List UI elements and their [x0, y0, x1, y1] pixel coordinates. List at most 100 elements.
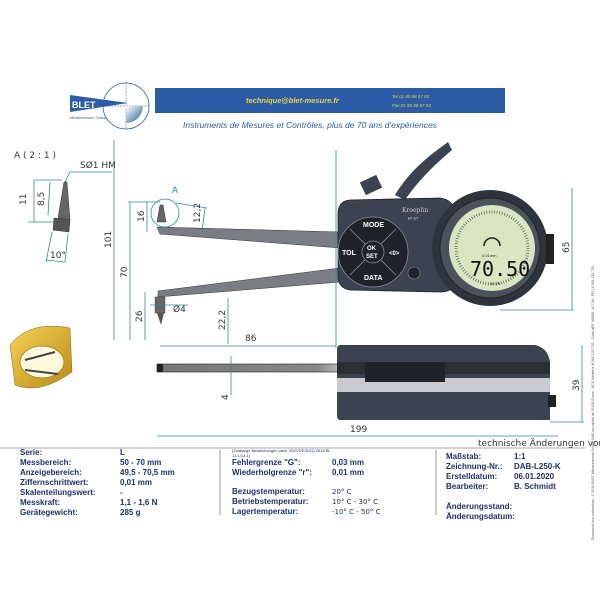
spec-text: 285 g: [120, 508, 141, 517]
spec-text: Änderungsstand:: [446, 502, 513, 511]
spec-text: 06.01.2020: [514, 472, 555, 481]
spec-text: -10° C - 50° C: [332, 508, 381, 516]
spec-text: Ziffernschrittwert: 0,01 mm: [20, 478, 175, 488]
dimension-label: Measurement Group: [70, 115, 107, 120]
dimension-label: 199: [350, 425, 367, 435]
spec-text: Serie: L: [20, 448, 175, 458]
dimension-label: 16: [137, 210, 147, 222]
spec-text: Messkraft: 1,1 - 1,6 N: [20, 498, 175, 508]
spec-text: Gerätegewicht:: [20, 508, 78, 517]
dimension-label: 39: [572, 379, 582, 391]
spec-text: Gerätegewicht: 285 g: [20, 508, 175, 518]
ip-rating: IP 67: [408, 216, 419, 221]
spec-text: -: [120, 488, 123, 497]
spec-text: Zeichnung-Nr.: DAB-L250-K: [446, 462, 561, 472]
dimension-label: 101: [104, 231, 114, 248]
specs-right: Maßstab: 1:1 Zeichnung-Nr.: DAB-L250-K Ers…: [446, 452, 561, 522]
spec-text: Maßstab: 1:1: [446, 452, 561, 462]
spec-text: Anzeigebereich:: [20, 468, 82, 477]
specs-left: Serie: L Messbereich: 50 - 70 mm Anzeigebe…: [20, 448, 175, 518]
spec-text: Wiederholgrenze "r": 0,01 mm: [232, 468, 381, 478]
dimension-label: 65: [562, 242, 572, 253]
email-link[interactable]: technique@blet-mesure.fr: [246, 96, 340, 105]
spec-text: 49,5 - 70,5 mm: [120, 468, 175, 477]
spec-text: Betriebstemperatur: 10° C - 30° C: [232, 497, 381, 507]
dimension-label: 50-70: [490, 281, 501, 286]
spec-text: L: [120, 448, 125, 457]
spec-text: 50 - 70 mm: [120, 458, 162, 467]
spec-text: Messkraft:: [20, 498, 61, 507]
phone-text: Tel 01 80 88 57 83: [392, 94, 430, 99]
dimension-label: A: [172, 185, 178, 195]
spec-text: Ziffernschrittwert:: [20, 478, 89, 487]
dimension-label: 12,2: [193, 203, 203, 223]
dimension-label: 8,5: [37, 192, 47, 206]
spec-text: DAB-L250-K: [514, 462, 561, 471]
spec-text: Maßstab:: [446, 452, 482, 461]
tip-label: SØ1 HM: [80, 160, 116, 171]
ring-gauge-illustration: [9, 325, 73, 389]
dimension-label: 22,2: [218, 310, 228, 330]
dimension-label: Ø4: [173, 304, 186, 315]
zero-button[interactable]: <0>: [389, 251, 400, 257]
dimension-label: 70: [120, 266, 130, 278]
spec-text: Messbereich:: [20, 458, 72, 467]
header-banner: [155, 88, 505, 113]
spec-text: [446, 492, 561, 502]
spec-text: Zeichnung-Nr.:: [446, 462, 503, 471]
lcd-display: [449, 205, 535, 291]
spec-text: 0,01 mm: [332, 468, 365, 477]
spec-text: Serie:: [20, 448, 43, 457]
spec-text: Betriebstemperatur:: [232, 497, 309, 506]
dimension-label: BLET: [72, 100, 96, 110]
spec-text: 20° C: [332, 488, 352, 496]
probe-tip-detail: [52, 181, 71, 233]
spec-text: Lagertemperatur:: [232, 507, 299, 516]
spec-text: Bezugstemperatur:: [232, 487, 305, 496]
spec-text: B. Schmidt: [514, 482, 556, 491]
spec-text: Fehlergrenze "G": 0,03 mm: [232, 458, 381, 468]
spec-text: Skalenteilungswert:: [20, 488, 96, 497]
detail-title: A ( 2 : 1 ): [14, 151, 56, 161]
slogan: Instruments de Mesures et Contrôles, plu…: [183, 120, 438, 130]
spec-text: Erstelldatum:: [446, 472, 498, 481]
spec-text: Änderungsstand:: [446, 502, 561, 512]
dimension-label: 0.01mm: [482, 253, 497, 258]
caliper-side-view: [156, 345, 556, 420]
spec-text: 1,1 - 1,6 N: [120, 498, 158, 507]
spec-text: 0,01 mm: [120, 478, 153, 487]
mode-button[interactable]: MODE: [363, 222, 384, 229]
set-button[interactable]: SET: [366, 254, 378, 260]
spec-text: 10° C - 30° C: [332, 498, 379, 506]
reset-button[interactable]: [407, 266, 421, 280]
spec-text: Lagertemperatur: -10° C - 50° C: [232, 507, 381, 517]
tol-button[interactable]: TOL: [342, 250, 357, 257]
specs-middle: (Zulässige Abweichungen nach VDI/VDE/DGQ…: [232, 448, 381, 517]
lcd-reading: 70.50: [470, 257, 530, 281]
fax-text: Fax 01 80 88 57 93: [392, 103, 431, 108]
spec-text: Änderungsdatum:: [446, 512, 515, 521]
spec-text: Änderungsdatum:: [446, 512, 561, 522]
spec-text: Messbereich: 50 - 70 mm: [20, 458, 175, 468]
spec-text: Bearbeiter: B. Schmidt: [446, 482, 561, 492]
spec-text: Wiederholgrenze "r":: [232, 468, 312, 477]
spec-text: Anzeigebereich: 49,5 - 70,5 mm: [20, 468, 175, 478]
spec-text: Fehlergrenze "G":: [232, 458, 301, 467]
spec-text: (Zulässige Abweichungen nach VDI/VDE/DGQ…: [232, 448, 331, 458]
dimension-label: 4: [221, 394, 231, 400]
blet-logo: BLET Measurement Group: [70, 82, 150, 130]
spec-text: Erstelldatum: 06.01.2020: [446, 472, 561, 482]
spec-text: Bezugstemperatur: 20° C: [232, 487, 381, 497]
dimension-label: 86: [245, 334, 257, 344]
ok-button[interactable]: OK: [367, 246, 377, 252]
spec-text: 0,03 mm: [332, 458, 365, 467]
detail-circle: [150, 198, 180, 228]
changes-note: technische Änderungen vorbehalten: [478, 438, 600, 449]
legal-notice: Document non contractuel - © 2016 BLET M…: [591, 266, 595, 540]
spec-text: 1:1: [514, 452, 526, 461]
spec-text: Bearbeiter:: [446, 482, 489, 491]
spec-text: Skalenteilungswert: -: [20, 488, 175, 498]
data-button[interactable]: DATA: [364, 275, 382, 282]
dimension-label: 26: [135, 310, 145, 322]
